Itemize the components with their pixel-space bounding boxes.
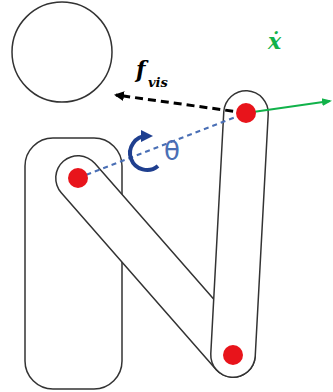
- velocity-symbol: ẋ: [268, 30, 281, 52]
- angle-arc: [130, 136, 158, 170]
- angle-symbol: θ: [164, 138, 180, 164]
- head-outline: [12, 2, 112, 102]
- elbow-joint: [223, 345, 243, 365]
- shoulder-joint: [68, 168, 88, 188]
- wrist-joint: [236, 103, 256, 123]
- reference-line: [78, 113, 246, 178]
- force-arrow: [116, 95, 246, 113]
- forearm-border: [233, 113, 246, 355]
- force-subscript: vis: [148, 76, 168, 89]
- upper-arm-border: [78, 178, 233, 355]
- velocity-arrow: [246, 101, 330, 113]
- forearm-fill: [233, 113, 246, 355]
- torso-outline: [25, 138, 122, 389]
- upper-arm-fill: [78, 178, 233, 355]
- force-symbol: f: [136, 58, 145, 80]
